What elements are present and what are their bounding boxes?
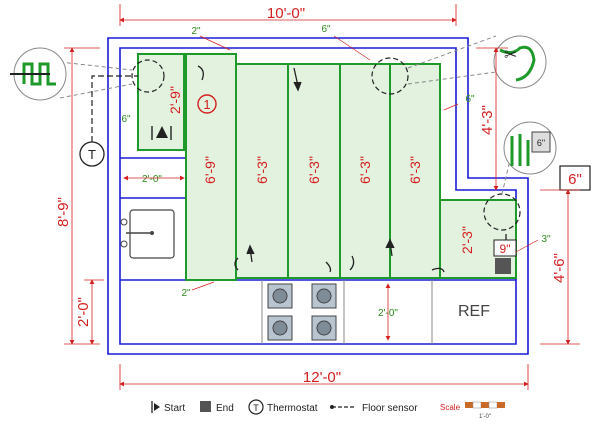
detail-zoom-scissors: ✂ (493, 35, 547, 89)
legend-scale: Scale (440, 403, 461, 412)
gap-top-2in: 2" (191, 26, 201, 37)
dim-right-upper: 4'-3" (479, 105, 496, 135)
scale-value: 1'-0" (479, 414, 491, 420)
thermostat-symbol: T (88, 147, 96, 162)
sink-icon (120, 209, 175, 259)
mat-4-height: 6'-3" (306, 156, 322, 184)
detail-circle (131, 59, 165, 93)
mat-6 (389, 63, 441, 279)
corner-6in: 6" (537, 138, 545, 148)
inner-wall (119, 47, 517, 345)
detail-zoom-left (10, 47, 67, 101)
refrigerator-label: REF (458, 303, 490, 320)
mat-5-height: 6'-3" (357, 156, 373, 184)
floor-sensor-legend-icon (330, 405, 356, 409)
gap-leaders (191, 35, 539, 291)
dim-top-width: 10'-0" (267, 5, 305, 22)
scissors-icon: ✂ (504, 47, 517, 64)
legend: Start End T Thermostat Floor sensor Scal… (151, 399, 505, 420)
stove-icon (267, 283, 337, 341)
thermostat-legend-icon (248, 399, 264, 415)
scale-bar (465, 401, 505, 409)
small-box (493, 239, 517, 257)
dim-left-bottom: 2'-0" (75, 297, 92, 327)
detail-zoom-corner: 6" (503, 121, 557, 175)
legend-start: Start (164, 403, 185, 414)
gap-bottom-2in: 2" (181, 288, 191, 299)
gap-top-6in: 6" (321, 24, 331, 35)
dim-right-lower: 4'-6" (551, 253, 568, 283)
legend-thermostat: Thermostat (267, 403, 318, 414)
counter-width-left: 2'-0" (142, 174, 162, 185)
end-legend-icon (200, 401, 211, 412)
legend-floor-sensor: Floor sensor (362, 403, 418, 414)
outer-wall (107, 37, 529, 355)
end-marker (495, 258, 511, 274)
start-number: 1 (203, 97, 210, 112)
mat-7-height: 2'-3" (459, 226, 475, 254)
detail-circle (371, 57, 409, 95)
mat-2 (185, 53, 237, 281)
gap-left-6in: 6" (121, 114, 131, 125)
dim-bottom-width: 12'-0" (303, 369, 341, 386)
thermostat-legend-symbol: T (253, 403, 259, 413)
callout-6in: 6" (568, 171, 582, 188)
mat-2-height: 6'-9" (202, 156, 218, 184)
legend-end: End (216, 403, 234, 414)
mat-6-height: 6'-3" (407, 156, 423, 184)
small-9in: 9" (500, 242, 511, 256)
mat-1-height: 2'-9" (167, 86, 183, 114)
start-legend-icon (151, 401, 160, 413)
gap-small-3in: 3" (541, 234, 551, 245)
start-symbol (151, 126, 172, 140)
mat-3-height: 6'-3" (254, 156, 270, 184)
dim-left-height: 8'-9" (55, 197, 72, 227)
dimension-lines (64, 4, 580, 390)
gap-right-6in: 6" (465, 94, 475, 105)
sensor-wire (91, 75, 138, 142)
detail-leaders (59, 35, 511, 195)
start-number-circle (197, 94, 217, 114)
heating-mats (137, 53, 517, 281)
